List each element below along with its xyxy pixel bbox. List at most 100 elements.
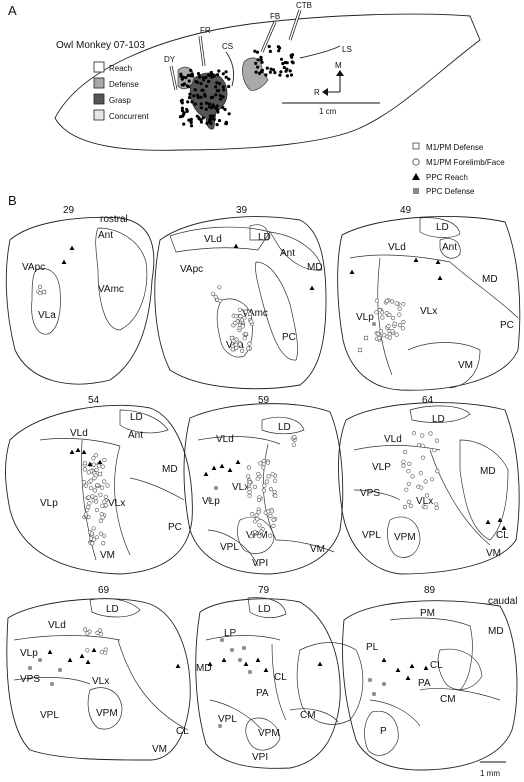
map-electrode-dot xyxy=(221,85,225,89)
map-electrode-dot xyxy=(210,73,214,77)
forelimb-label-circle xyxy=(96,463,102,468)
nucleus-label: CL xyxy=(496,530,509,541)
forelimb-label-circle xyxy=(259,529,264,534)
nucleus-label: LP xyxy=(224,628,237,639)
forelimb-label-circle xyxy=(238,314,243,319)
forelimb-label-circle xyxy=(85,631,90,636)
forelimb-label-circle xyxy=(271,517,276,523)
section-number: 49 xyxy=(400,205,412,216)
forelimb-label-circle xyxy=(258,461,263,466)
forelimb-label-circle xyxy=(95,483,100,488)
map-electrode-dot xyxy=(193,102,197,106)
nucleus-label: LD xyxy=(258,232,271,243)
forelimb-label-circle xyxy=(82,461,87,466)
ppc-reach-triangle xyxy=(349,269,355,274)
forelimb-label-circle xyxy=(268,513,273,519)
forelimb-label-circle xyxy=(98,492,103,497)
map-electrode-dot xyxy=(288,69,292,73)
forelimb-label-circle xyxy=(234,345,239,351)
forelimb-label-circle xyxy=(261,465,266,470)
forelimb-label-circle xyxy=(380,315,385,320)
ppc-reach-triangle xyxy=(413,257,419,262)
forelimb-label-circle xyxy=(387,335,393,340)
forelimb-label-circle xyxy=(247,493,252,498)
forelimb-label-circle xyxy=(230,347,235,352)
forelimb-label-circle xyxy=(238,342,243,347)
defense-zone-2 xyxy=(242,57,269,91)
forelimb-label-circle xyxy=(100,515,105,520)
nucleus-label: VPS xyxy=(360,488,380,499)
forelimb-label-circle xyxy=(423,479,428,484)
map-electrode-dot xyxy=(186,100,190,104)
forelimb-label-circle xyxy=(268,533,273,538)
forelimb-label-circle xyxy=(374,298,380,303)
compass: M R xyxy=(314,61,344,97)
forelimb-label-circle xyxy=(429,477,435,482)
forelimb-label-circle xyxy=(88,478,93,483)
map-electrode-dot xyxy=(199,120,203,124)
forelimb-label-circle xyxy=(271,523,276,529)
ppc-reach-triangle xyxy=(69,245,75,250)
nucleus-label: VPL xyxy=(220,542,239,553)
nucleus-label: MD xyxy=(480,466,496,477)
nucleus-label: VLp xyxy=(20,648,38,659)
forelimb-label-circle xyxy=(81,480,87,485)
forelimb-label-circle xyxy=(234,314,239,319)
nucleus-label: MD xyxy=(162,464,178,475)
map-electrode-dot xyxy=(224,122,228,126)
forelimb-label-circle xyxy=(252,484,258,490)
nucleus-label: MD xyxy=(488,626,504,637)
forelimb-label-circle xyxy=(401,463,406,468)
compass-r: R xyxy=(314,88,320,97)
injection-ctb: CTB xyxy=(288,1,312,41)
forelimb-label-circle xyxy=(255,517,260,522)
section-number: 54 xyxy=(88,395,100,406)
forelimb-label-circle xyxy=(408,503,413,509)
forelimb-label-circle xyxy=(98,632,103,637)
map-electrode-dot xyxy=(219,97,223,101)
map-electrode-dot xyxy=(221,95,225,99)
nucleus-label: MD xyxy=(196,663,212,674)
ppc-reach-triangle xyxy=(175,663,181,668)
ppc-reach-triangle xyxy=(221,657,227,662)
ppc-defense-square xyxy=(208,498,212,502)
ppc-reach-triangle xyxy=(219,463,225,468)
map-electrode-dot xyxy=(279,57,284,61)
nucleus-label: PA xyxy=(256,688,269,699)
map-electrode-dot xyxy=(189,124,194,128)
map-electrode-dot xyxy=(217,82,222,86)
forelimb-label-circle xyxy=(86,470,91,475)
map-electrode-dot xyxy=(180,101,184,105)
forelimb-label-circle xyxy=(402,504,408,510)
nucleus-label: VLd xyxy=(204,234,222,245)
nucleus-label: PL xyxy=(366,642,379,653)
legend-m1pm-forelimb: M1/PM Forelimb/Face xyxy=(426,158,505,167)
map-electrode-dot xyxy=(190,100,194,104)
forelimb-label-circle xyxy=(270,472,275,477)
section-number: 64 xyxy=(422,395,434,406)
nucleus-label: VLx xyxy=(416,496,433,507)
map-electrode-dot xyxy=(218,93,222,98)
map-electrode-dot xyxy=(267,44,271,49)
map-electrode-dot xyxy=(204,75,208,80)
ppc-defense-square xyxy=(372,692,376,696)
nucleus-label: Ant xyxy=(442,242,457,253)
forelimb-label-circle xyxy=(94,507,99,513)
nucleus-label: CM xyxy=(300,710,316,721)
map-electrode-dot xyxy=(204,101,209,105)
forelimb-label-circle xyxy=(272,489,277,495)
forelimb-label-circle xyxy=(377,308,382,313)
map-electrode-dot xyxy=(259,58,263,62)
panel-b-letter: B xyxy=(8,193,17,208)
forelimb-label-circle xyxy=(266,509,271,514)
ppc-defense-square xyxy=(238,658,242,662)
injection-fr: FR xyxy=(198,26,211,67)
forelimb-label-circle xyxy=(82,467,87,472)
forelimb-label-circle xyxy=(249,534,254,539)
nucleus-label: LD xyxy=(130,412,143,423)
section-number: 69 xyxy=(98,585,110,596)
scale-label-a: 1 cm xyxy=(319,107,337,116)
map-electrode-dot xyxy=(180,109,185,113)
nucleus-label: VApc xyxy=(22,262,45,273)
forelimb-label-circle xyxy=(83,483,88,488)
